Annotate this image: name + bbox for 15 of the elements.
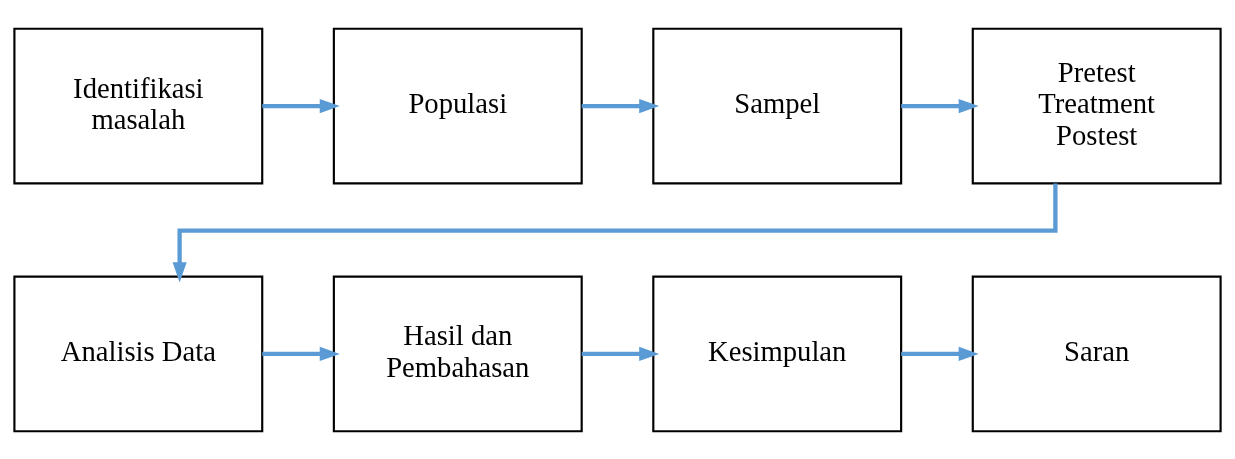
- arrow: [262, 346, 340, 361]
- arrow: [901, 98, 979, 113]
- node-box: Identifikasi masalah: [13, 27, 264, 184]
- arrow: [581, 346, 660, 361]
- node-box: Populasi: [332, 27, 583, 184]
- arrow: [262, 98, 340, 113]
- arrow: [901, 346, 979, 361]
- node-box: Sampel: [652, 27, 903, 184]
- arrow: [172, 183, 1058, 282]
- node-box: Kesimpulan: [652, 275, 903, 432]
- node-box: Hasil dan Pembahasan: [332, 275, 583, 432]
- node-box: Pretest Treatment Postest: [971, 27, 1222, 184]
- arrow: [581, 98, 660, 113]
- node-box: Saran: [971, 275, 1222, 432]
- node-box: Analisis Data: [13, 275, 264, 432]
